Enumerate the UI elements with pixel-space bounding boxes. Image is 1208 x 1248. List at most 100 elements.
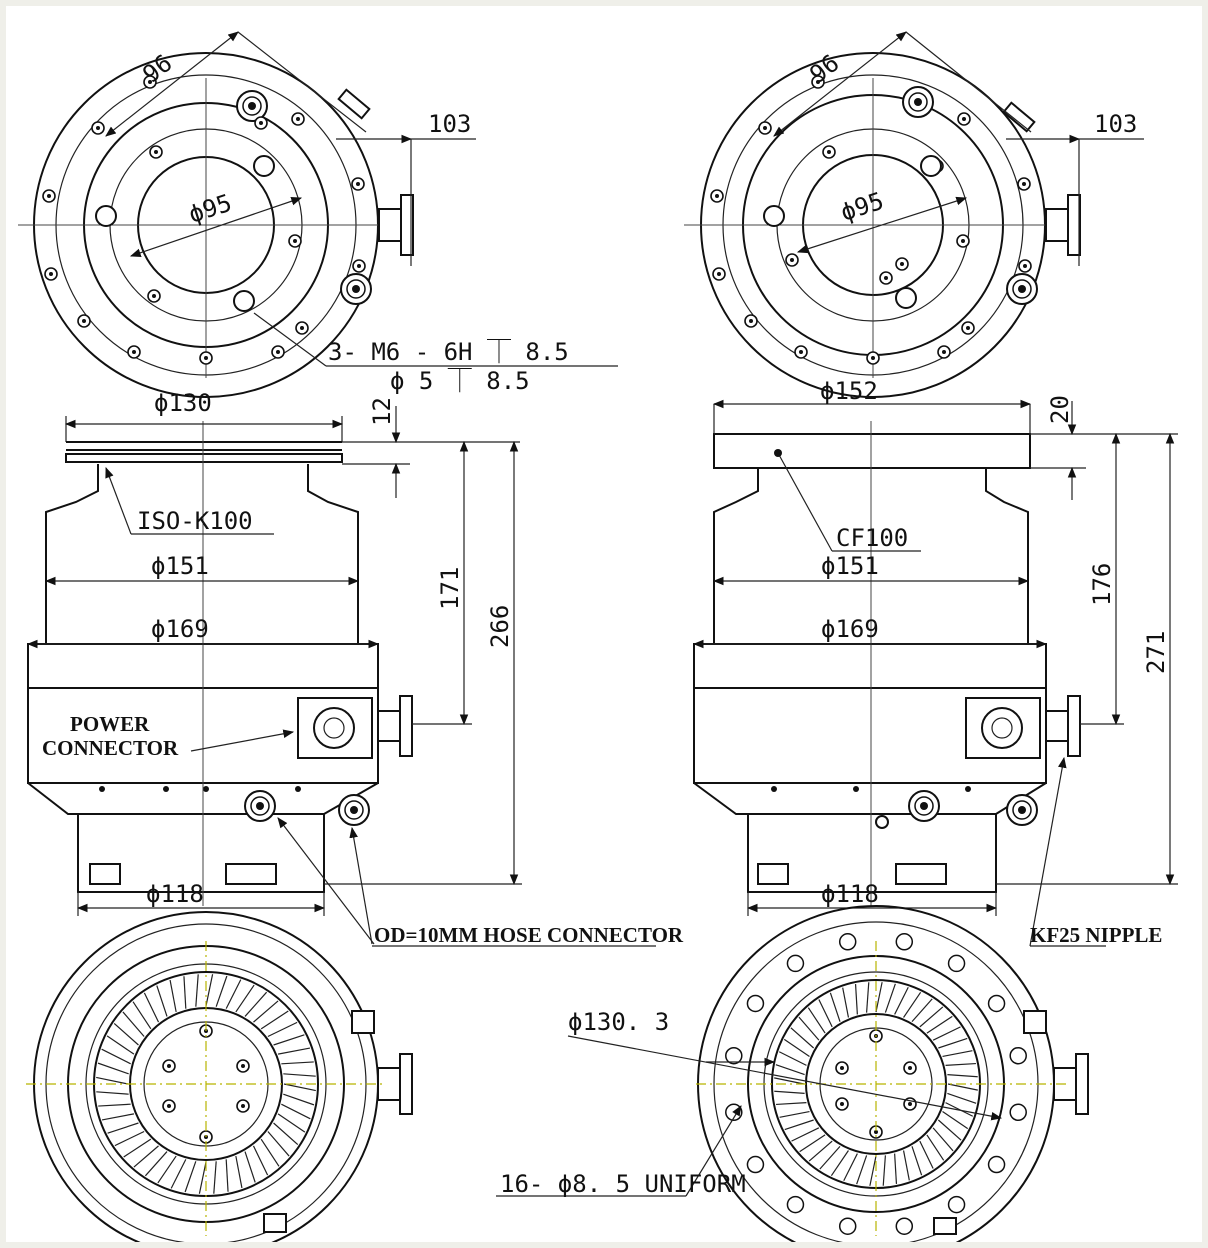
dim-171: 171 xyxy=(436,567,464,610)
vane-line xyxy=(198,1161,207,1194)
vane-line xyxy=(942,1111,969,1130)
vane-line xyxy=(277,1047,311,1055)
vane-line xyxy=(106,1035,135,1055)
technical-drawing: 96 103 ϕ95 3- M6 - 6H ⏉ 8.5 ϕ 5 ⏉ 8.5 xyxy=(18,31,1178,1242)
flange-hole xyxy=(987,994,1006,1013)
vane-line xyxy=(945,1102,974,1117)
iso-k100-label: ISO-K100 xyxy=(137,507,253,535)
vane-line xyxy=(776,1102,807,1106)
vane-line xyxy=(235,1155,243,1189)
holes-16-phi8-5-label: 16- ϕ8. 5 UNIFORM xyxy=(500,1170,746,1198)
dim-phi169-left: ϕ169 xyxy=(151,615,209,643)
vane-line xyxy=(784,1119,814,1131)
vane-line xyxy=(225,1159,229,1192)
top-right-view: 96 103 ϕ95 xyxy=(684,31,1144,398)
kf25-nipple-label: KF25 NIPPLE xyxy=(1030,923,1162,947)
dim-266: 266 xyxy=(486,605,514,648)
dim-phi130-3: ϕ130. 3 xyxy=(568,1008,669,1036)
vane-line xyxy=(926,1134,945,1161)
vane-line xyxy=(932,1127,954,1152)
thread-callout-line2: ϕ 5 ⏉ 8.5 xyxy=(390,367,530,395)
vane-line xyxy=(942,1050,973,1058)
flange-hole xyxy=(895,1217,914,1235)
vane-line xyxy=(932,1026,961,1041)
vane-line xyxy=(96,1076,129,1085)
flange-hole xyxy=(746,1155,765,1174)
vane-line xyxy=(791,1127,820,1142)
vane-line xyxy=(947,1074,978,1078)
dim-phi130: ϕ130 xyxy=(154,389,212,417)
vane-line xyxy=(926,1015,953,1034)
vane-line xyxy=(778,1051,807,1066)
vane-line xyxy=(96,1091,129,1095)
vane-line xyxy=(205,974,214,1007)
vane-line xyxy=(843,1153,858,1182)
vane-line xyxy=(829,992,841,1022)
power-connector-label-2: CONNECTOR xyxy=(42,736,179,760)
vane-line xyxy=(260,1138,280,1167)
vane-line xyxy=(919,1140,934,1169)
vane-line xyxy=(281,1061,314,1065)
dim-phi151-left: ϕ151 xyxy=(151,552,209,580)
vane-line xyxy=(842,987,850,1018)
flange-hole xyxy=(987,1155,1006,1174)
vane-line xyxy=(157,1155,177,1184)
dim-103-right: 103 xyxy=(1094,110,1137,138)
vane-line xyxy=(903,991,922,1018)
vane-line xyxy=(267,1021,298,1038)
vane-line xyxy=(114,1130,145,1147)
vane-line xyxy=(260,1010,289,1030)
vane-line xyxy=(133,1145,159,1168)
dim-271: 271 xyxy=(1142,631,1170,674)
flange-hole xyxy=(786,1195,805,1214)
dim-103-left: 103 xyxy=(428,110,471,138)
flange-hole xyxy=(1009,1103,1027,1122)
vane-line xyxy=(775,1064,805,1076)
vane-line xyxy=(854,984,858,1015)
vane-line xyxy=(818,999,833,1028)
callouts: OD=10MM HOSE CONNECTOR KF25 NIPPLE xyxy=(277,756,1162,947)
vane-line xyxy=(273,1034,305,1046)
vane-line xyxy=(123,1138,152,1158)
bottom-right-view: ϕ130. 3 16- ϕ8. 5 UNIFORM xyxy=(496,905,1089,1242)
vane-line xyxy=(281,1103,311,1120)
vane-line xyxy=(807,1007,826,1034)
vane-line xyxy=(783,1038,810,1057)
vane-line xyxy=(107,1122,139,1134)
dim-20: 20 xyxy=(1046,395,1074,424)
vane-line xyxy=(283,1073,316,1077)
vane-line xyxy=(98,1103,131,1107)
vane-line xyxy=(225,979,242,1009)
side-left-view: ϕ130 12 ISO-K100 ϕ151 ϕ169 171 266 ϕ118 … xyxy=(26,389,522,916)
vane-line xyxy=(97,1062,129,1075)
bottom-left-view xyxy=(26,911,413,1242)
vane-line xyxy=(911,1146,923,1176)
vane-line xyxy=(244,991,268,1017)
flange-hole xyxy=(786,954,805,973)
side-right-view: ϕ152 20 CF100 ϕ151 ϕ169 176 271 ϕ118 xyxy=(692,377,1178,916)
vane-line xyxy=(252,1145,269,1176)
vane-line xyxy=(244,1151,256,1183)
vane-line xyxy=(799,1134,826,1153)
flange-hole xyxy=(947,954,966,973)
vane-line xyxy=(869,1155,877,1186)
vane-line xyxy=(283,1083,316,1092)
vane-line xyxy=(122,1011,145,1037)
vane-line xyxy=(798,1016,820,1041)
vane-line xyxy=(215,975,228,1007)
vane-line xyxy=(947,1083,978,1091)
vane-line xyxy=(779,1110,810,1118)
vane-line xyxy=(937,1119,962,1141)
flange-hole xyxy=(1009,1046,1027,1065)
vane-line xyxy=(790,1027,815,1049)
vane-line xyxy=(856,1155,868,1185)
vane-line xyxy=(195,974,199,1007)
flange-hole xyxy=(746,994,765,1013)
vane-line xyxy=(945,1062,976,1066)
thread-callout-line1: 3- M6 - 6H ⏉ 8.5 xyxy=(328,338,569,366)
vane-line xyxy=(132,1001,152,1030)
dim-phi152: ϕ152 xyxy=(820,377,878,405)
vane-line xyxy=(144,1151,168,1177)
dim-phi169-right: ϕ169 xyxy=(821,615,879,643)
vane-line xyxy=(156,985,168,1017)
